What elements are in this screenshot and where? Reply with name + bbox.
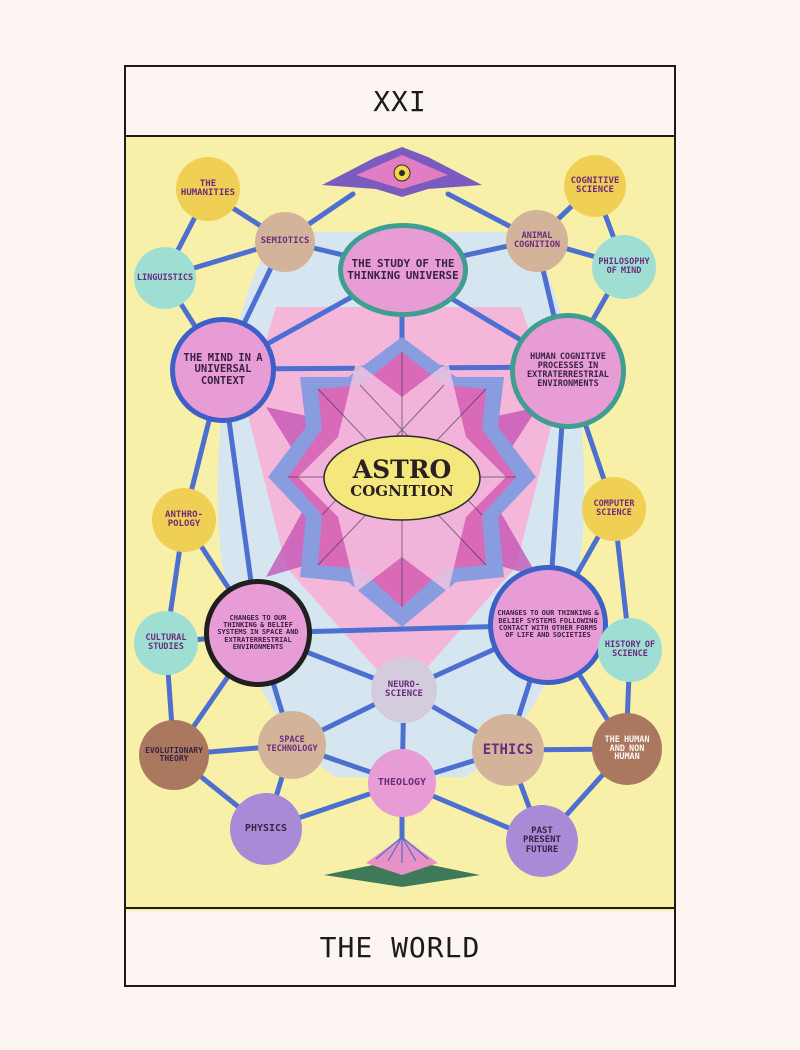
node-human-and-non-human: THE HUMAN AND NON HUMAN: [592, 713, 662, 785]
node-space-technology: SPACE TECHNOLOGY: [258, 711, 326, 779]
node-changes-following-contact: CHANGES TO OUR THINKING & BELIEF SYSTEMS…: [488, 565, 608, 685]
node-past-present-future: PAST PRESENT FUTURE: [506, 805, 578, 877]
node-neuroscience: NEURO-SCIENCE: [371, 657, 437, 723]
tarot-card: XXI: [124, 65, 676, 987]
node-computer-science: COMPUTER SCIENCE: [582, 477, 646, 541]
node-changes-in-space: CHANGES TO OUR THINKING & BELIEF SYSTEMS…: [204, 579, 312, 687]
astro-cognition-label: ASTRO COGNITION: [324, 442, 480, 514]
node-human-cognitive-processes: HUMAN COGNITIVE PROCESSES IN EXTRATERRES…: [510, 313, 626, 429]
astro-label: ASTRO: [352, 454, 452, 484]
node-cultural-studies: CULTURAL STUDIES: [134, 611, 198, 675]
node-philosophy-of-mind: PHILOSOPHY OF MIND: [592, 235, 656, 299]
node-history-of-science: HISTORY OF SCIENCE: [598, 618, 662, 682]
node-physics: PHYSICS: [230, 793, 302, 865]
book-motif: [324, 836, 480, 887]
node-semiotics: SEMIOTICS: [255, 212, 315, 272]
node-cognitive-science: COGNITIVE SCIENCE: [564, 155, 626, 217]
card-title: THE WORLD: [126, 907, 674, 985]
center-label-oval: [323, 435, 481, 521]
node-ethics: ETHICS: [472, 714, 544, 786]
card-illustration: ASTRO COGNITION THE HUMANITIES COGNITIVE…: [126, 137, 674, 911]
node-mind-in-universal-context: THE MIND IN A UNIVERSAL CONTEXT: [170, 317, 276, 423]
node-anthropology: ANTHRO-POLOGY: [152, 488, 216, 552]
node-animal-cognition: ANIMAL COGNITION: [506, 210, 568, 272]
node-linguistics: LINGUISTICS: [134, 247, 196, 309]
eye-motif: [322, 147, 482, 197]
node-theology: THEOLOGY: [368, 749, 436, 817]
node-evolutionary-theory: EVOLUTIONARY THEORY: [139, 720, 209, 790]
cognition-label: COGNITION: [350, 481, 454, 500]
node-study-of-thinking-universe: THE STUDY OF THE THINKING UNIVERSE: [338, 223, 468, 317]
node-the-humanities: THE HUMANITIES: [176, 157, 240, 221]
card-number: XXI: [126, 67, 674, 137]
